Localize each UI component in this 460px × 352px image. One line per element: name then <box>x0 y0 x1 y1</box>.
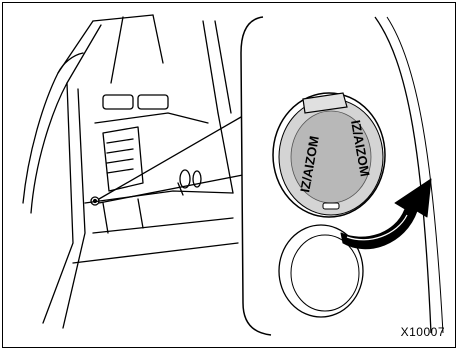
cargo-area-drawing <box>23 15 238 328</box>
outlet-cap: IZ/AIZOM IZ/AIZOM <box>273 93 385 217</box>
vehicle-illustration: IZ/AIZOM IZ/AIZOM <box>3 3 457 349</box>
figure-code: X10007 <box>401 325 445 339</box>
callout-lines <box>99 113 253 203</box>
figure-frame: IZ/AIZOM IZ/AIZOM X10007 <box>2 2 456 348</box>
